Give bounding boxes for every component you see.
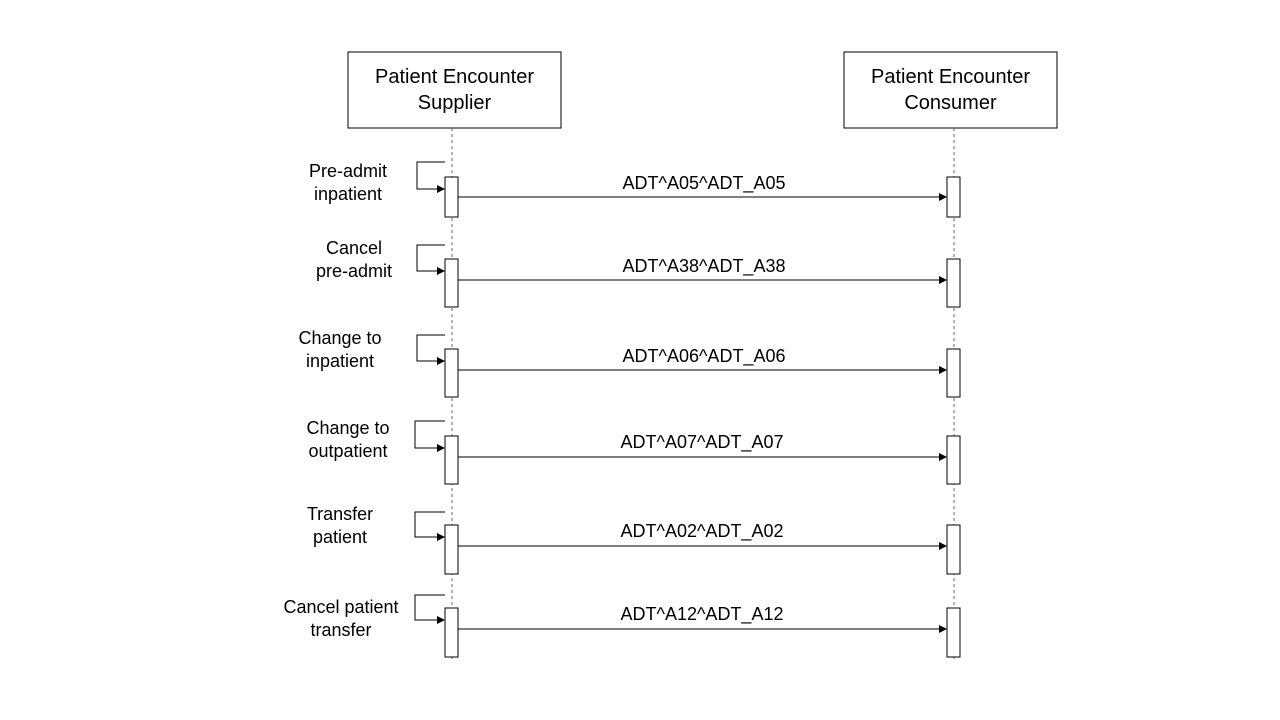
message-label: ADT^A12^ADT_A12 (620, 604, 784, 624)
self-call-arrow (416, 161, 445, 193)
note-cancel-patient-transfer: Cancel patient transfer (261, 596, 421, 642)
self-call-arrow (414, 420, 445, 452)
note-line1: Cancel patient (283, 597, 399, 617)
supplier-activation-bar (444, 435, 459, 485)
note-line2: patient (312, 527, 368, 547)
note-line2: inpatient (305, 351, 375, 371)
note-line2: outpatient (308, 441, 388, 461)
message-label: ADT^A38^ADT_A38 (622, 256, 786, 276)
consumer-label-line2: Consumer (904, 92, 997, 114)
self-call-arrow (414, 511, 445, 541)
supplier-activation-bar (444, 607, 459, 658)
message-label: ADT^A02^ADT_A02 (620, 521, 784, 541)
note-line1: Pre-admit (308, 161, 388, 181)
self-call-arrow (416, 244, 445, 275)
note-line2: inpatient (313, 184, 383, 204)
supplier-activation-bar (444, 176, 459, 218)
message-label: ADT^A07^ADT_A07 (620, 432, 784, 452)
message-label: ADT^A06^ADT_A06 (622, 346, 786, 366)
self-call-arrow (414, 594, 445, 624)
supplier-activation-bar (444, 258, 459, 308)
note-line1: Cancel (325, 238, 383, 258)
supplier-box (347, 51, 562, 129)
note-line1: Change to (298, 328, 382, 348)
note-pre-admit-inpatient: Pre-admit inpatient (268, 160, 428, 206)
note-line2: pre-admit (315, 261, 393, 281)
supplier-label-line2: Supplier (417, 92, 492, 114)
note-cancel-pre-admit: Cancel pre-admit (274, 237, 434, 283)
supplier-activation-bar (444, 524, 459, 575)
consumer-activation-bar (946, 258, 961, 308)
note-transfer-patient: Transfer patient (260, 503, 420, 549)
consumer-label: Patient Encounter Consumer (844, 64, 1057, 116)
note-change-to-inpatient: Change to inpatient (260, 327, 420, 373)
note-change-to-outpatient: Change to outpatient (268, 417, 428, 463)
consumer-activation-bar (946, 607, 961, 658)
note-line2: transfer (310, 620, 372, 640)
message-label: ADT^A05^ADT_A05 (622, 173, 786, 193)
consumer-box (843, 51, 1058, 129)
supplier-activation-bar (444, 348, 459, 398)
consumer-activation-bar (946, 435, 961, 485)
note-line1: Change to (306, 418, 390, 438)
consumer-label-line1: Patient Encounter (871, 66, 1030, 88)
supplier-label-line1: Patient Encounter (375, 66, 534, 88)
consumer-activation-bar (946, 348, 961, 398)
consumer-activation-bar (946, 524, 961, 575)
self-call-arrow (416, 334, 445, 365)
supplier-label: Patient Encounter Supplier (348, 64, 561, 116)
note-line1: Transfer (306, 504, 374, 524)
consumer-activation-bar (946, 176, 961, 218)
